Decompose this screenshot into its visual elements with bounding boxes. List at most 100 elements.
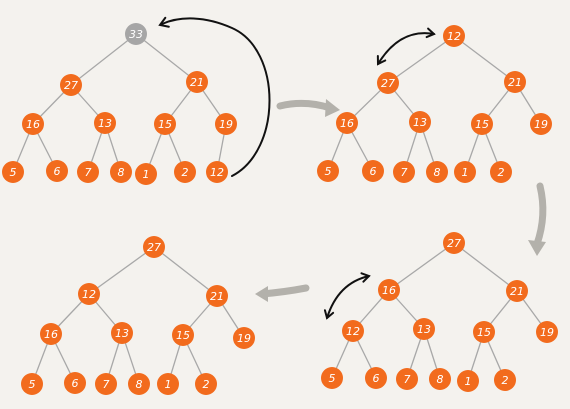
tree-edge — [88, 246, 155, 295]
tree-node: 8 — [426, 161, 448, 183]
tree-node: 16 — [378, 279, 400, 301]
node-circle — [174, 161, 196, 183]
arrowhead — [323, 309, 335, 320]
tree-node: 13 — [409, 111, 431, 133]
node-value: 1 — [165, 378, 172, 391]
tree-node: 5 — [321, 367, 343, 389]
tree-node: 8 — [128, 373, 150, 395]
tree-node: 16 — [22, 113, 44, 135]
tree-node: 8 — [110, 161, 132, 183]
node-value: 6 — [54, 165, 61, 178]
node-value: 7 — [103, 378, 110, 391]
node-value: 6 — [373, 372, 380, 385]
tree-node: 12 — [206, 161, 228, 183]
node-value: 12 — [447, 30, 461, 43]
tree-node: 15 — [471, 113, 493, 135]
tree-node: 6 — [362, 160, 384, 182]
tree-edge — [135, 33, 198, 83]
node-circle — [233, 327, 255, 349]
node-value: 5 — [29, 378, 36, 391]
swap-arrow-1 — [377, 32, 435, 65]
tree-node: 6 — [365, 367, 387, 389]
flow-arrow-2-to-3 — [533, 182, 547, 248]
node-circle — [111, 322, 133, 344]
tree-node: 7 — [77, 161, 99, 183]
tree-node: 2 — [174, 161, 196, 183]
tree-node: 19 — [530, 113, 552, 135]
tree-node: 7 — [393, 161, 415, 183]
node-circle — [490, 161, 512, 183]
tree-edge — [453, 242, 518, 292]
node-circle — [454, 161, 476, 183]
tree-node: 13 — [94, 112, 116, 134]
node-circle — [21, 373, 43, 395]
node-circle — [413, 318, 435, 340]
tree-node: 13 — [413, 318, 435, 340]
node-circle — [536, 321, 558, 343]
node-value: 7 — [404, 373, 411, 386]
node-value: 15 — [477, 326, 491, 339]
tree-node: 15 — [473, 321, 495, 343]
node-value: 19 — [540, 326, 554, 339]
node-value: 15 — [158, 118, 172, 131]
tree-node: 1 — [457, 370, 479, 392]
tree-edge — [387, 35, 455, 84]
node-value: 8 — [434, 166, 441, 179]
node-circle — [506, 280, 528, 302]
node-circle — [46, 160, 68, 182]
node-value: 6 — [370, 165, 377, 178]
node-circle — [409, 111, 431, 133]
node-value: 2 — [502, 374, 509, 387]
node-value: 1 — [465, 375, 472, 388]
tree-node: 13 — [111, 322, 133, 344]
arrowhead — [425, 27, 436, 39]
tree-edge — [70, 33, 137, 86]
node-value: 13 — [98, 117, 112, 130]
tree-node: 15 — [154, 113, 176, 135]
node-value: 1 — [143, 168, 150, 181]
node-value: 27 — [447, 237, 461, 250]
node-circle — [154, 113, 176, 135]
node-circle — [157, 373, 179, 395]
node-circle — [40, 323, 62, 345]
node-circle — [530, 113, 552, 135]
node-circle — [206, 285, 228, 307]
node-circle — [362, 160, 384, 182]
node-value: 13 — [413, 116, 427, 129]
node-circle — [377, 72, 399, 94]
node-circle — [443, 25, 465, 47]
tree-node: 27 — [377, 72, 399, 94]
arrowhead — [376, 55, 387, 66]
node-circle — [429, 368, 451, 390]
node-value: 21 — [190, 76, 204, 89]
node-circle — [457, 370, 479, 392]
node-value: 16 — [340, 117, 354, 130]
node-value: 6 — [72, 377, 79, 390]
swap-arrow-2 — [326, 275, 370, 319]
node-value: 12 — [82, 288, 96, 301]
arrowhead — [360, 272, 371, 283]
tree-node: 5 — [317, 160, 339, 182]
node-circle — [365, 367, 387, 389]
tree-node: 21 — [186, 71, 208, 93]
tree-node: 21 — [506, 280, 528, 302]
node-circle — [172, 324, 194, 346]
node-circle — [215, 113, 237, 135]
node-value: 1 — [462, 166, 469, 179]
node-value: 12 — [346, 325, 360, 338]
node-circle — [426, 161, 448, 183]
tree-node: 2 — [494, 369, 516, 391]
move-last-to-root-arrow — [161, 17, 271, 177]
tree-edge — [453, 35, 516, 83]
node-value: 21 — [508, 76, 522, 89]
tree-node: 12 — [342, 320, 364, 342]
node-value: 27 — [381, 77, 395, 90]
node-circle — [336, 112, 358, 134]
node-value: 16 — [26, 118, 40, 131]
tree-node: 1 — [454, 161, 476, 183]
tree-node: 12 — [78, 283, 100, 305]
node-circle — [60, 74, 82, 96]
removed-node-circle — [125, 23, 147, 45]
node-value: 5 — [329, 372, 336, 385]
